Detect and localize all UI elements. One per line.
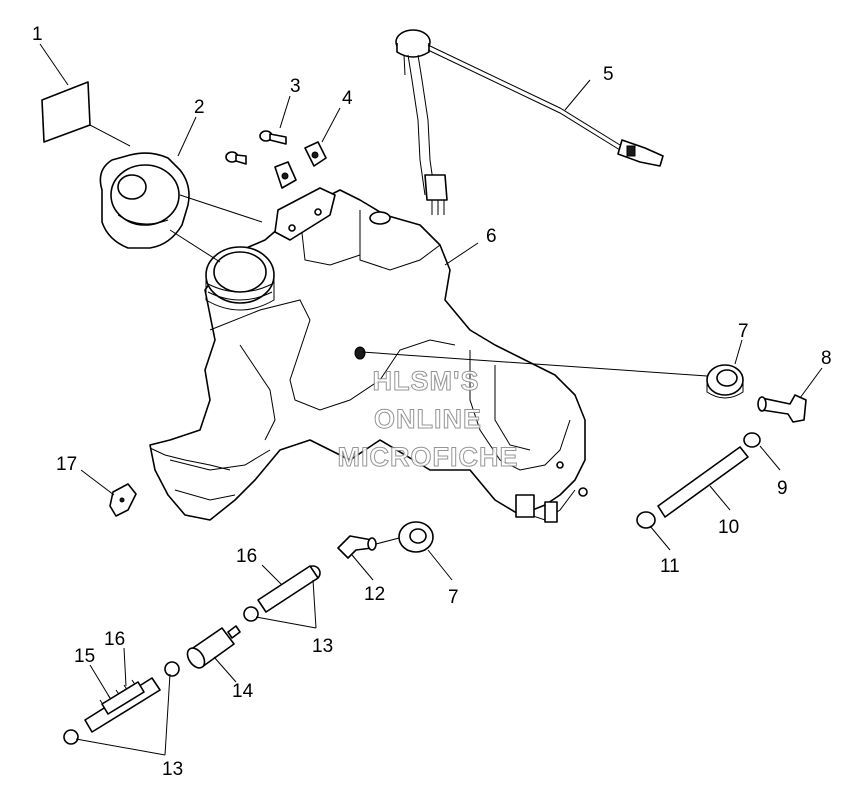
callout-9: 9 — [777, 478, 788, 499]
callout-13-upper: 13 — [312, 636, 333, 657]
callout-labels: 1 2 3 4 5 6 7 8 9 10 11 12 7 16 13 14 15… — [32, 24, 832, 780]
fuel-tank — [149, 187, 588, 523]
watermark: HLSM'S ONLINE MICROFICHE — [337, 366, 519, 473]
callout-7-upper: 7 — [738, 321, 749, 342]
clip-nut — [274, 141, 327, 189]
callout-17: 17 — [56, 454, 77, 475]
leader-lines — [39, 43, 823, 756]
hose-with-spring — [84, 677, 161, 733]
grommet-lower — [398, 521, 434, 553]
callout-1: 1 — [32, 24, 43, 45]
tank-clip — [109, 483, 137, 517]
decal — [41, 81, 131, 147]
callout-3: 3 — [290, 76, 301, 97]
fuel-sender — [395, 29, 664, 215]
callout-16-upper: 16 — [236, 546, 257, 567]
callout-5: 5 — [603, 64, 614, 85]
watermark-line-1: HLSM'S — [373, 366, 480, 396]
callout-2: 2 — [194, 97, 205, 118]
hose-fitting — [337, 535, 404, 559]
callout-16-lower: 16 — [104, 629, 125, 650]
fuel-filter — [186, 625, 241, 669]
callout-10: 10 — [718, 517, 739, 538]
callout-6: 6 — [486, 226, 497, 247]
callout-11: 11 — [660, 556, 680, 577]
watermark-line-3: MICROFICHE — [338, 442, 519, 472]
callout-15: 15 — [74, 646, 95, 667]
callout-7-lower: 7 — [448, 587, 459, 608]
fuel-cap — [99, 152, 263, 263]
elbow-fitting — [757, 394, 807, 423]
hose-segment — [257, 565, 319, 613]
fuel-hose — [657, 446, 749, 518]
screw — [225, 130, 287, 165]
watermark-line-2: ONLINE — [374, 404, 482, 434]
callout-13-lower: 13 — [162, 759, 183, 780]
callout-12: 12 — [364, 584, 385, 605]
callout-8: 8 — [821, 348, 832, 369]
callout-14: 14 — [232, 681, 254, 702]
callout-4: 4 — [342, 88, 353, 109]
grommet — [361, 351, 744, 399]
